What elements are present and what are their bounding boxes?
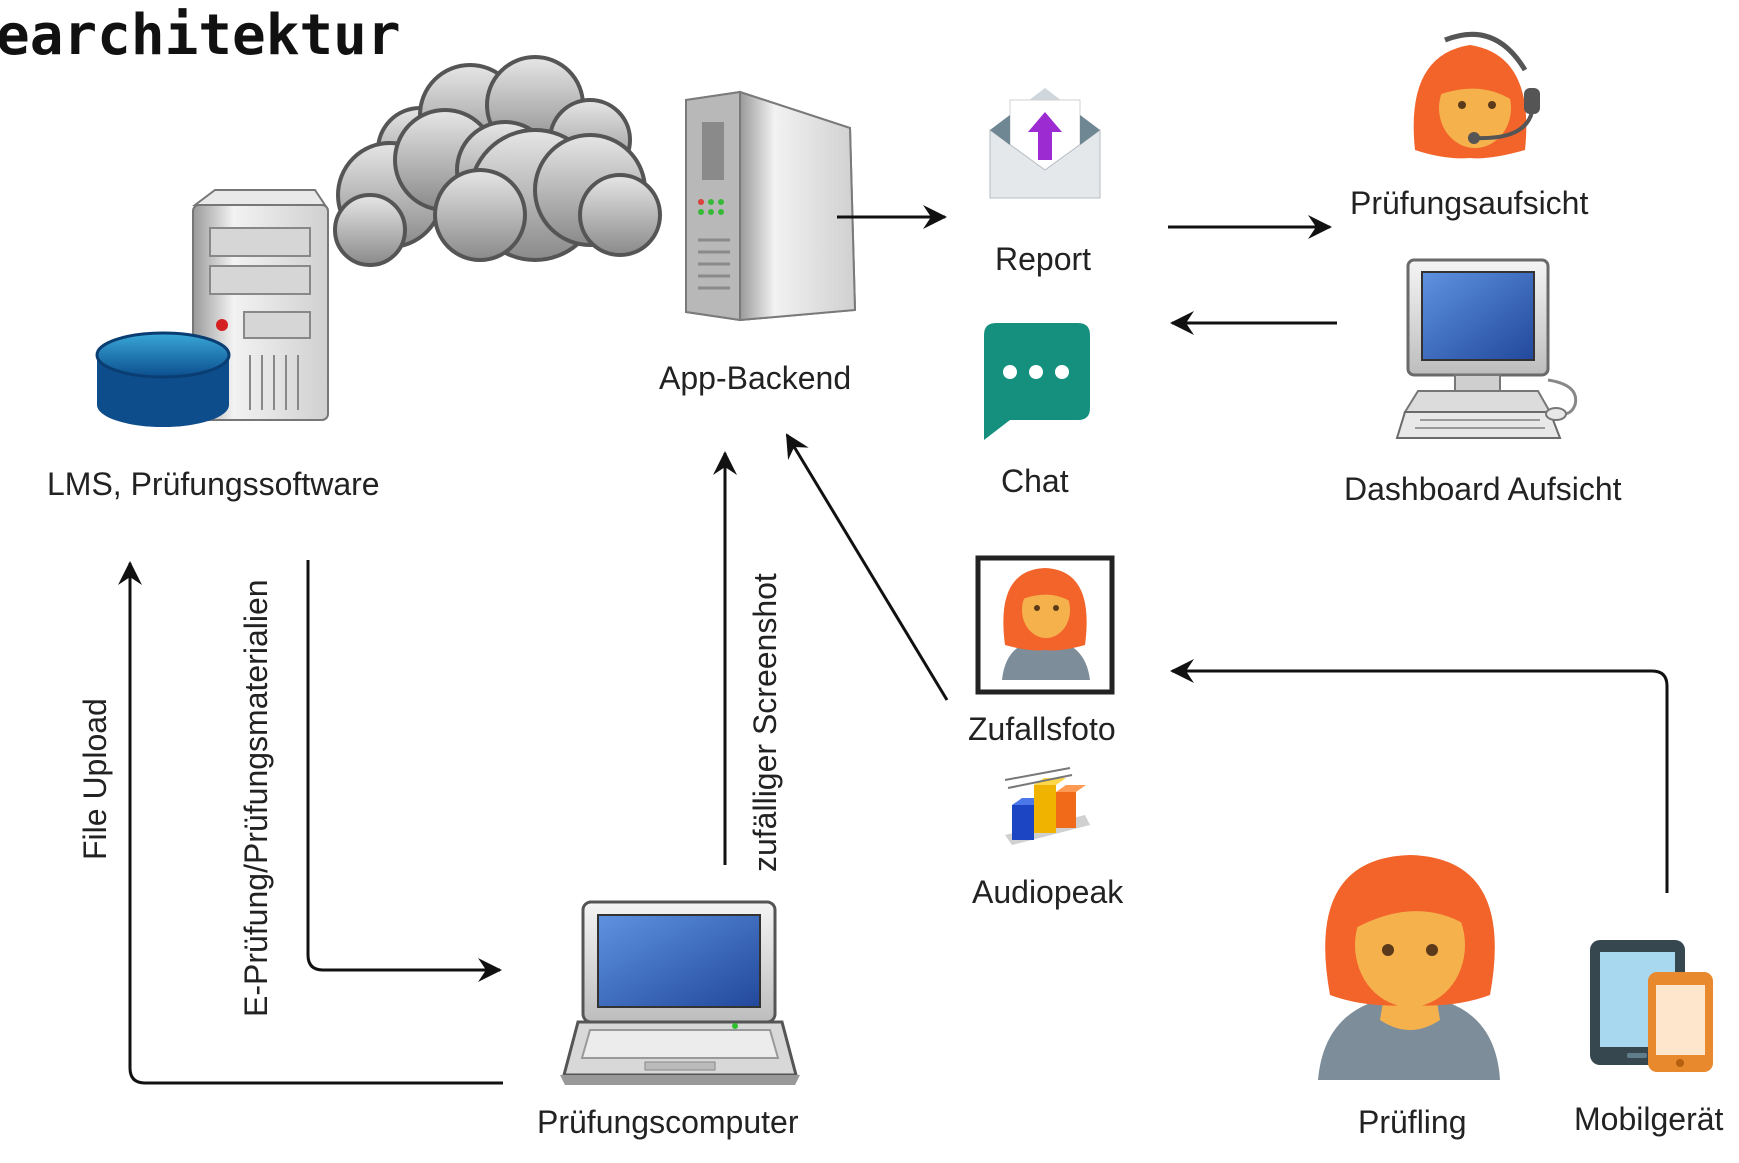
dashboard-label: Dashboard Aufsicht <box>1344 471 1622 507</box>
bar-chart-icon <box>1004 767 1090 845</box>
report-label: Report <box>995 241 1091 277</box>
tablet-phone-icon <box>1590 940 1713 1072</box>
mobile-label: Mobilgerät <box>1574 1101 1724 1137</box>
audiopeak-label: Audiopeak <box>972 874 1124 910</box>
edge-photo-backend <box>785 433 949 701</box>
edge-label-exam-materials: E-Prüfung/Prüfungsmaterialien <box>238 579 274 1017</box>
diagram-title: earchitektur <box>0 3 401 68</box>
edge-label-screenshot: zufälliger Screenshot <box>747 573 783 872</box>
proctor-label: Prüfungsaufsicht <box>1350 185 1588 221</box>
backend-label: App-Backend <box>659 360 851 396</box>
candidate-label: Prüfling <box>1358 1104 1467 1140</box>
edge-file-upload <box>118 561 503 1085</box>
edge-label-file-upload: File Upload <box>77 698 113 860</box>
chat-label: Chat <box>1001 463 1069 499</box>
photo-label: Zufallsfoto <box>968 711 1116 747</box>
cloud-icon <box>333 55 662 267</box>
envelope-upload-icon <box>989 88 1101 199</box>
laptop-icon <box>560 900 800 1085</box>
examcomputer-label: Prüfungscomputer <box>537 1104 799 1140</box>
headset-person-icon <box>1413 31 1540 159</box>
lms-label: LMS, Prüfungssoftware <box>47 466 380 502</box>
chat-bubble-icon <box>984 323 1090 440</box>
portrait-photo-icon <box>975 555 1115 695</box>
server-tower-icon <box>685 90 857 322</box>
edge-mobile-photo <box>1170 659 1669 893</box>
server-database-icon <box>95 189 329 427</box>
person-icon <box>1318 855 1500 1080</box>
edge-exam-materials <box>306 560 502 982</box>
desktop-computer-icon <box>1395 258 1578 439</box>
